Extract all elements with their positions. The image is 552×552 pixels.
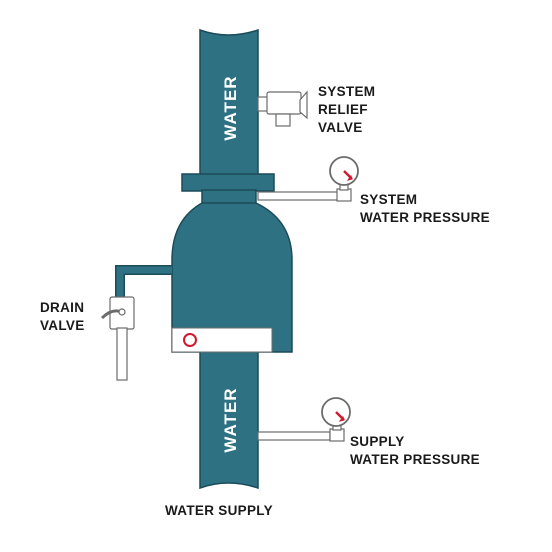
supply-pressure-label-line-1: SUPPLY: [350, 434, 405, 449]
valve-tank-body: [171, 202, 293, 353]
drain-valve-label: DRAIN VALVE: [40, 300, 85, 333]
water-pipe-assembly: [171, 28, 293, 490]
upper-water-pipe: [199, 28, 259, 176]
relief-valve-label: SYSTEM RELIEF VALVE: [318, 84, 375, 135]
relief-label-line-1: SYSTEM: [318, 84, 375, 99]
system-pressure-label: SYSTEM WATER PRESSURE: [360, 192, 490, 225]
system-pressure-label-line-2: WATER PRESSURE: [360, 210, 490, 225]
drain-valve-icon: [100, 265, 172, 381]
tank-band: [171, 327, 273, 353]
lower-water-pipe: [199, 349, 259, 490]
tank-neck: [201, 189, 257, 205]
drain-label-line-2: VALVE: [40, 318, 85, 333]
system-pressure-label-line-1: SYSTEM: [360, 192, 417, 207]
pipe-bottom-label: WATER: [221, 387, 240, 452]
system-pressure-gauge-icon: [257, 156, 359, 202]
supply-pressure-label-line-2: WATER PRESSURE: [350, 452, 480, 467]
supply-pressure-gauge-icon: [257, 397, 351, 442]
drain-label-line-1: DRAIN: [40, 300, 84, 315]
relief-valve-icon: [257, 90, 308, 127]
water-supply-label: WATER SUPPLY: [165, 503, 273, 518]
relief-label-line-3: VALVE: [318, 120, 363, 135]
pipe-flange: [181, 173, 275, 192]
indicator-icon: [183, 333, 197, 347]
pipe-top-label: WATER: [221, 75, 240, 140]
relief-label-line-2: RELIEF: [318, 102, 368, 117]
supply-pressure-label: SUPPLY WATER PRESSURE: [350, 434, 480, 467]
